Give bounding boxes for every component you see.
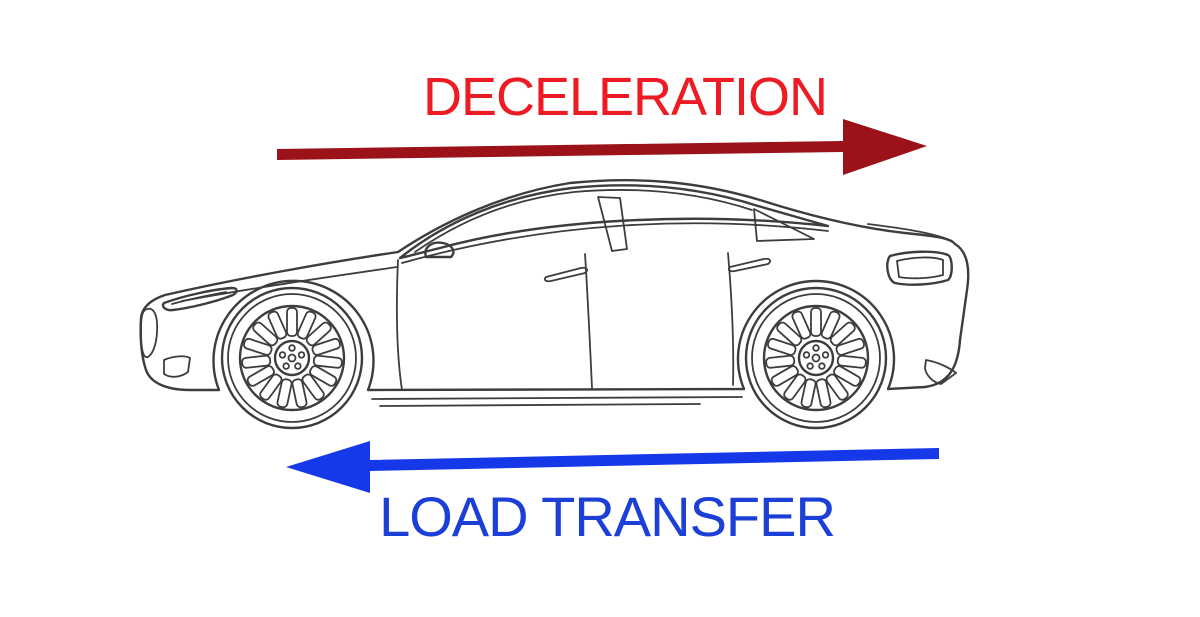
load-transfer-arrow: [286, 441, 939, 493]
load-transfer-label: LOAD TRANSFER: [379, 485, 836, 548]
car-quarter-window: [753, 208, 815, 242]
car-beltline-trim: [401, 222, 829, 264]
car-illustration: [139, 178, 970, 430]
car-rear-door-handle: [727, 257, 771, 273]
car-rear-bumper-detail: [924, 359, 957, 385]
car-side-mirror: [424, 241, 455, 259]
car-taillight-inner: [896, 256, 944, 280]
car-headlight-inner: [171, 291, 227, 305]
car-roof-inner-line: [414, 189, 753, 253]
car-taillight: [886, 250, 953, 286]
car-headlight: [161, 286, 238, 312]
car-sill-line-upper: [371, 396, 743, 400]
car-rear-door-seam: [727, 252, 735, 386]
car-body-outline: [139, 178, 970, 392]
car-greenhouse: [398, 184, 830, 260]
car-front-door-seam: [395, 259, 403, 391]
car-rear-wheel: [744, 286, 888, 430]
car-nose-cone: [140, 307, 159, 359]
car-sill-line-lower: [379, 403, 701, 407]
car-front-wheel: [220, 286, 364, 430]
car-fog-intake: [163, 355, 191, 378]
car-hood-crease: [181, 266, 398, 302]
deceleration-label: DECELERATION: [422, 67, 828, 127]
car-b-pillar: [597, 196, 628, 252]
car-mid-door-seam: [584, 253, 593, 389]
car-trunk-seam: [867, 223, 953, 242]
deceleration-arrow: [277, 119, 927, 175]
car-front-door-handle: [543, 266, 588, 283]
